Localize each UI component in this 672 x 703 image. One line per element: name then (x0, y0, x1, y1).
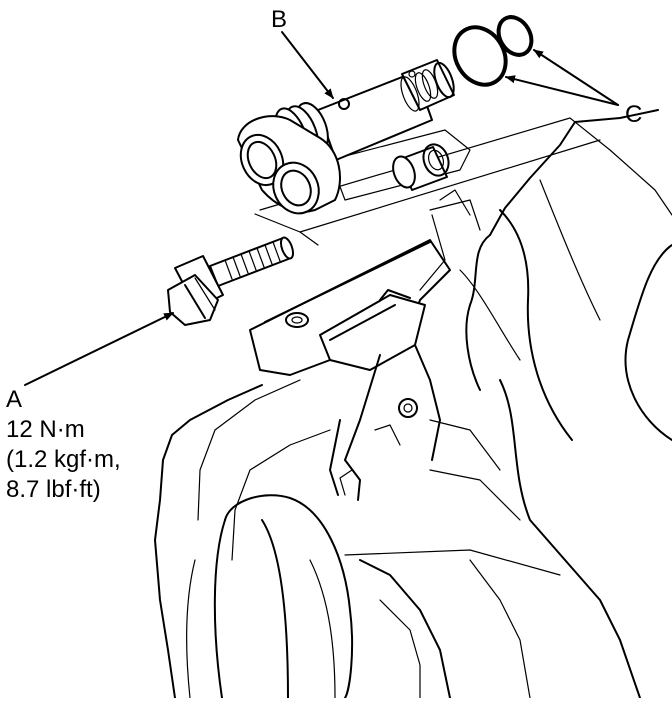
engine-housing (154, 109, 672, 699)
label-a: A (6, 386, 23, 413)
label-b: B (271, 6, 288, 33)
bushing (392, 143, 450, 191)
leader-c-1 (505, 75, 619, 106)
label-c: C (625, 101, 643, 128)
bolt (167, 236, 295, 326)
leader-b (281, 31, 334, 99)
torque-kgf: (1.2 kgf·m, (6, 446, 121, 473)
torque-nm: 12 N·m (6, 416, 85, 443)
leader-c-2 (533, 49, 619, 106)
o-rings (452, 15, 534, 87)
leader-a (24, 312, 174, 386)
leader-lines (24, 31, 619, 386)
shaft-assembly (237, 59, 455, 215)
torque-lbf: 8.7 lbf·ft) (6, 476, 101, 503)
